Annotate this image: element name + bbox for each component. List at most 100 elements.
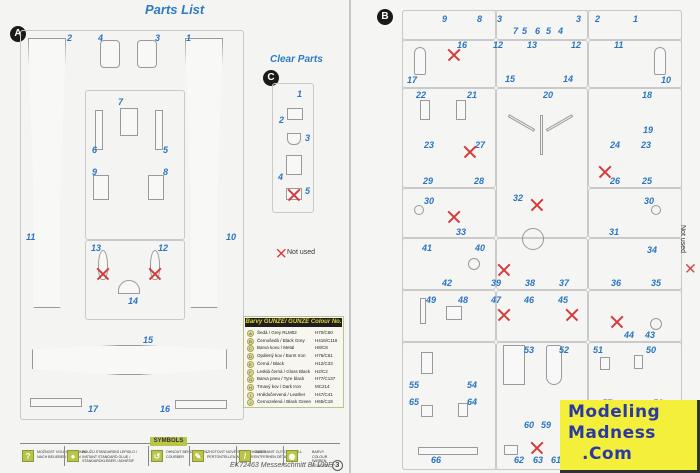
- colour-key-icon: F: [247, 368, 254, 376]
- part-number: 66: [431, 455, 442, 465]
- part-number: 18: [642, 90, 653, 100]
- colour-code: H2/C2: [315, 368, 328, 374]
- part-b30-wheel: [414, 205, 424, 215]
- colour-key-icon: A: [247, 330, 254, 337]
- colour-name: Hnědočervená / Leather: [257, 391, 306, 397]
- part-b22: [420, 100, 430, 120]
- part-b50: [634, 355, 643, 369]
- colour-key-icon: G: [247, 376, 254, 384]
- modeling-madness-watermark: Modeling Madness .Com: [560, 400, 700, 473]
- part-number: 41: [422, 243, 433, 253]
- colour-name: Barva pneu / Tyre black: [257, 376, 305, 382]
- part-number: 7: [513, 26, 519, 36]
- part-number: 23: [641, 140, 652, 150]
- glue-drop-icon: ●: [67, 450, 79, 462]
- part-number: 63: [533, 455, 544, 465]
- colour-key-icon: B: [247, 337, 254, 345]
- part-number: 7: [118, 97, 124, 107]
- part-number: 12: [571, 40, 582, 50]
- part-number: 34: [647, 245, 658, 255]
- part-number: 49: [426, 295, 437, 305]
- not-used-mark: [598, 165, 612, 179]
- colour-name: Tmavý kov / Dark Iron: [257, 383, 302, 389]
- colour-name: Opálený kov / Burnt Iron: [257, 353, 306, 359]
- page-gutter: [349, 0, 351, 473]
- colour-code-icon: ◉: [286, 450, 298, 462]
- symbols-title: SYMBOLS: [150, 437, 187, 446]
- colour-code: H70/C60: [315, 330, 333, 335]
- part-number: 15: [143, 335, 154, 345]
- part-b43: [650, 318, 662, 330]
- part-b21: [456, 100, 466, 120]
- part-number: 6: [535, 26, 541, 36]
- part-number: 9: [442, 14, 448, 24]
- colour-name: Černošedá / Black Grey: [257, 337, 305, 343]
- part-number: 17: [88, 404, 99, 414]
- not-used-mark: [565, 308, 579, 322]
- part-a8: [148, 175, 164, 200]
- part-number: 9: [92, 167, 98, 177]
- symbol-text: MOŽNOST VOLBY OPTIONAL NACH BELIEBEN OPT…: [37, 450, 87, 459]
- question-icon: ?: [22, 450, 34, 462]
- part-b48: [446, 306, 462, 320]
- part-number: 14: [128, 296, 139, 306]
- part-number: 19: [643, 125, 654, 135]
- part-number: 13: [91, 243, 102, 253]
- not-used-mark: [463, 145, 477, 159]
- part-number: 5: [305, 186, 311, 196]
- part-number: 3: [155, 33, 161, 43]
- part-number: 5: [163, 145, 169, 155]
- not-used-mark: [530, 198, 544, 212]
- part-number: 12: [493, 40, 504, 50]
- part-number: 24: [610, 140, 621, 150]
- part-number: 8: [477, 14, 483, 24]
- part-number: 33: [456, 227, 467, 237]
- not-used-mark: [287, 188, 301, 202]
- not-used-legend-right: Not used: [679, 225, 686, 254]
- colour-name: Černozelená / Black Green: [257, 399, 312, 405]
- part-number: 30: [424, 196, 435, 206]
- part-a7: [120, 108, 138, 136]
- colour-code: H65/C18: [315, 399, 333, 405]
- part-number: 52: [559, 345, 570, 355]
- part-number: 12: [158, 243, 169, 253]
- not-used-mark: [497, 263, 511, 277]
- clear-parts-title: Clear Parts: [270, 54, 323, 65]
- scratch-build-icon: ✎: [192, 450, 204, 462]
- part-b20-propeller-blade: [540, 115, 543, 155]
- colour-key-icon: J: [247, 399, 254, 407]
- part-number: 60: [524, 420, 535, 430]
- colour-code: H76/C61: [315, 353, 333, 359]
- part-number: 3: [305, 133, 311, 143]
- colour-name: Černá / Black: [257, 360, 285, 366]
- part-number: 20: [543, 90, 554, 100]
- part-b51: [600, 357, 610, 370]
- colour-name: Lesklá černá / Gloss Black: [257, 368, 311, 374]
- part-number: 51: [593, 345, 604, 355]
- part-number: 11: [614, 40, 624, 50]
- parts-list-title: Parts List: [145, 2, 205, 17]
- watermark-line-2: Madness: [568, 423, 656, 443]
- colour-table: [243, 316, 344, 408]
- part-number: 1: [186, 33, 192, 43]
- watermark-line-3: .Com: [582, 444, 633, 464]
- symbol-text: OHNOUT BEND BIEGEN COURBER: [166, 450, 208, 459]
- part-a15-wing: [32, 345, 227, 375]
- part-number: 4: [278, 172, 284, 182]
- part-number: 27: [475, 140, 486, 150]
- part-number: 35: [651, 278, 662, 288]
- part-number: 26: [610, 176, 621, 186]
- part-number: 36: [611, 278, 622, 288]
- part-number: 10: [226, 232, 237, 242]
- colour-table-title: Barvy GUNZE/ GUNZE Colour No.: [245, 318, 342, 327]
- part-b10: [654, 47, 666, 75]
- colour-key-icon: D: [247, 353, 254, 361]
